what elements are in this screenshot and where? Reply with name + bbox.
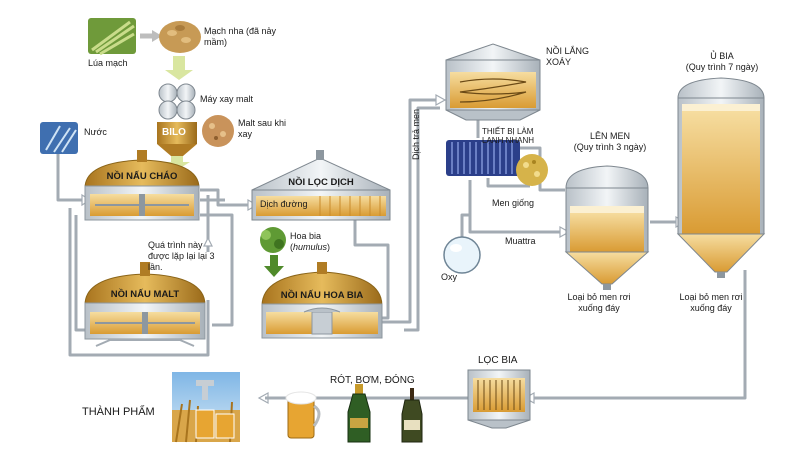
arrow-malt-mill [173,56,185,70]
label-dich-tra-men: Dịch trả men [411,108,421,160]
label-thanh-pham: THÀNH PHẨM [82,406,155,418]
label-thiet-bi-lam-lanh: THIẾT BỊ LÀM LẠNH NHANH [482,127,535,145]
beer-mug [285,391,321,439]
label-qua-trinh-lap: Quá trình này được lặp lại lại 3 lần. [148,240,215,272]
label-bilo: BILO [162,127,186,138]
label-u-bia: Ủ BIA [710,51,734,61]
label-loc-bia: LỌC BIA [478,355,518,366]
label-humulus: (humulus) [290,242,331,252]
label-noi-nau-hoa-bia: NỒI NẤU HOA BIA [280,290,364,301]
product-image [172,372,240,443]
malt-cooker [84,262,206,347]
label-oxy: Oxy [441,272,458,282]
label-len-men: LÊN MEN [589,131,630,141]
malt-mill [158,83,196,120]
fermenter-tank [564,165,650,290]
label-u-bia-sub: (Quy trình 7 ngày) [685,62,759,72]
crushed-malt-image [202,115,234,147]
label-rot-bom-dong: RÓT, BƠM, ĐÓNG [330,375,415,386]
label-nuoc: Nước [84,127,107,137]
whirlpool-tank [445,43,541,121]
lauter-tun [251,150,391,221]
bottle-brown [401,388,423,443]
oxygen-tank [443,236,481,274]
label-len-men-sub: (Quy trình 3 ngày) [573,142,647,152]
label-loai-bo-men-2: Loại bỏ men rơi xuống đáy [679,292,743,313]
label-muattra: Muattra [505,236,536,246]
malt-grain-image [159,21,201,53]
hops-image [260,227,286,277]
label-humulus-italic: humulus [293,242,328,252]
label-loai-bo-men-1: Loại bỏ men rơi xuống đáy [567,292,631,313]
bottle-green [347,384,371,443]
chiller [446,140,520,176]
label-noi-lang-xoay: NỒI LẮNG XOÁY [546,46,590,67]
water-image [40,122,78,154]
label-hoa-bia: Hoa bia [290,231,322,241]
label-noi-nau-malt: NỒI NẤU MALT [110,289,180,300]
mash-cooker [84,150,200,221]
hop-boiler [261,262,383,339]
yeast-image [516,154,548,186]
beer-filter [467,369,531,429]
maturation-tank [676,77,766,278]
label-noi-loc-dich: NỒI LỌC DỊCH [288,177,354,188]
label-lua-mach: Lúa mạch [88,58,128,68]
label-dich-duong: Dịch đường [260,199,308,209]
label-malt-sau: Malt sau khi xay [238,118,287,139]
label-noi-nau-chao: NỒI NẤU CHÁO [106,171,178,182]
label-men-giong: Men giống [492,198,535,208]
label-mach-nha: Mạch nha (đã nảy mầm) [204,26,277,47]
label-may-xay: Máy xay malt [200,94,254,104]
barley-image [88,18,136,56]
